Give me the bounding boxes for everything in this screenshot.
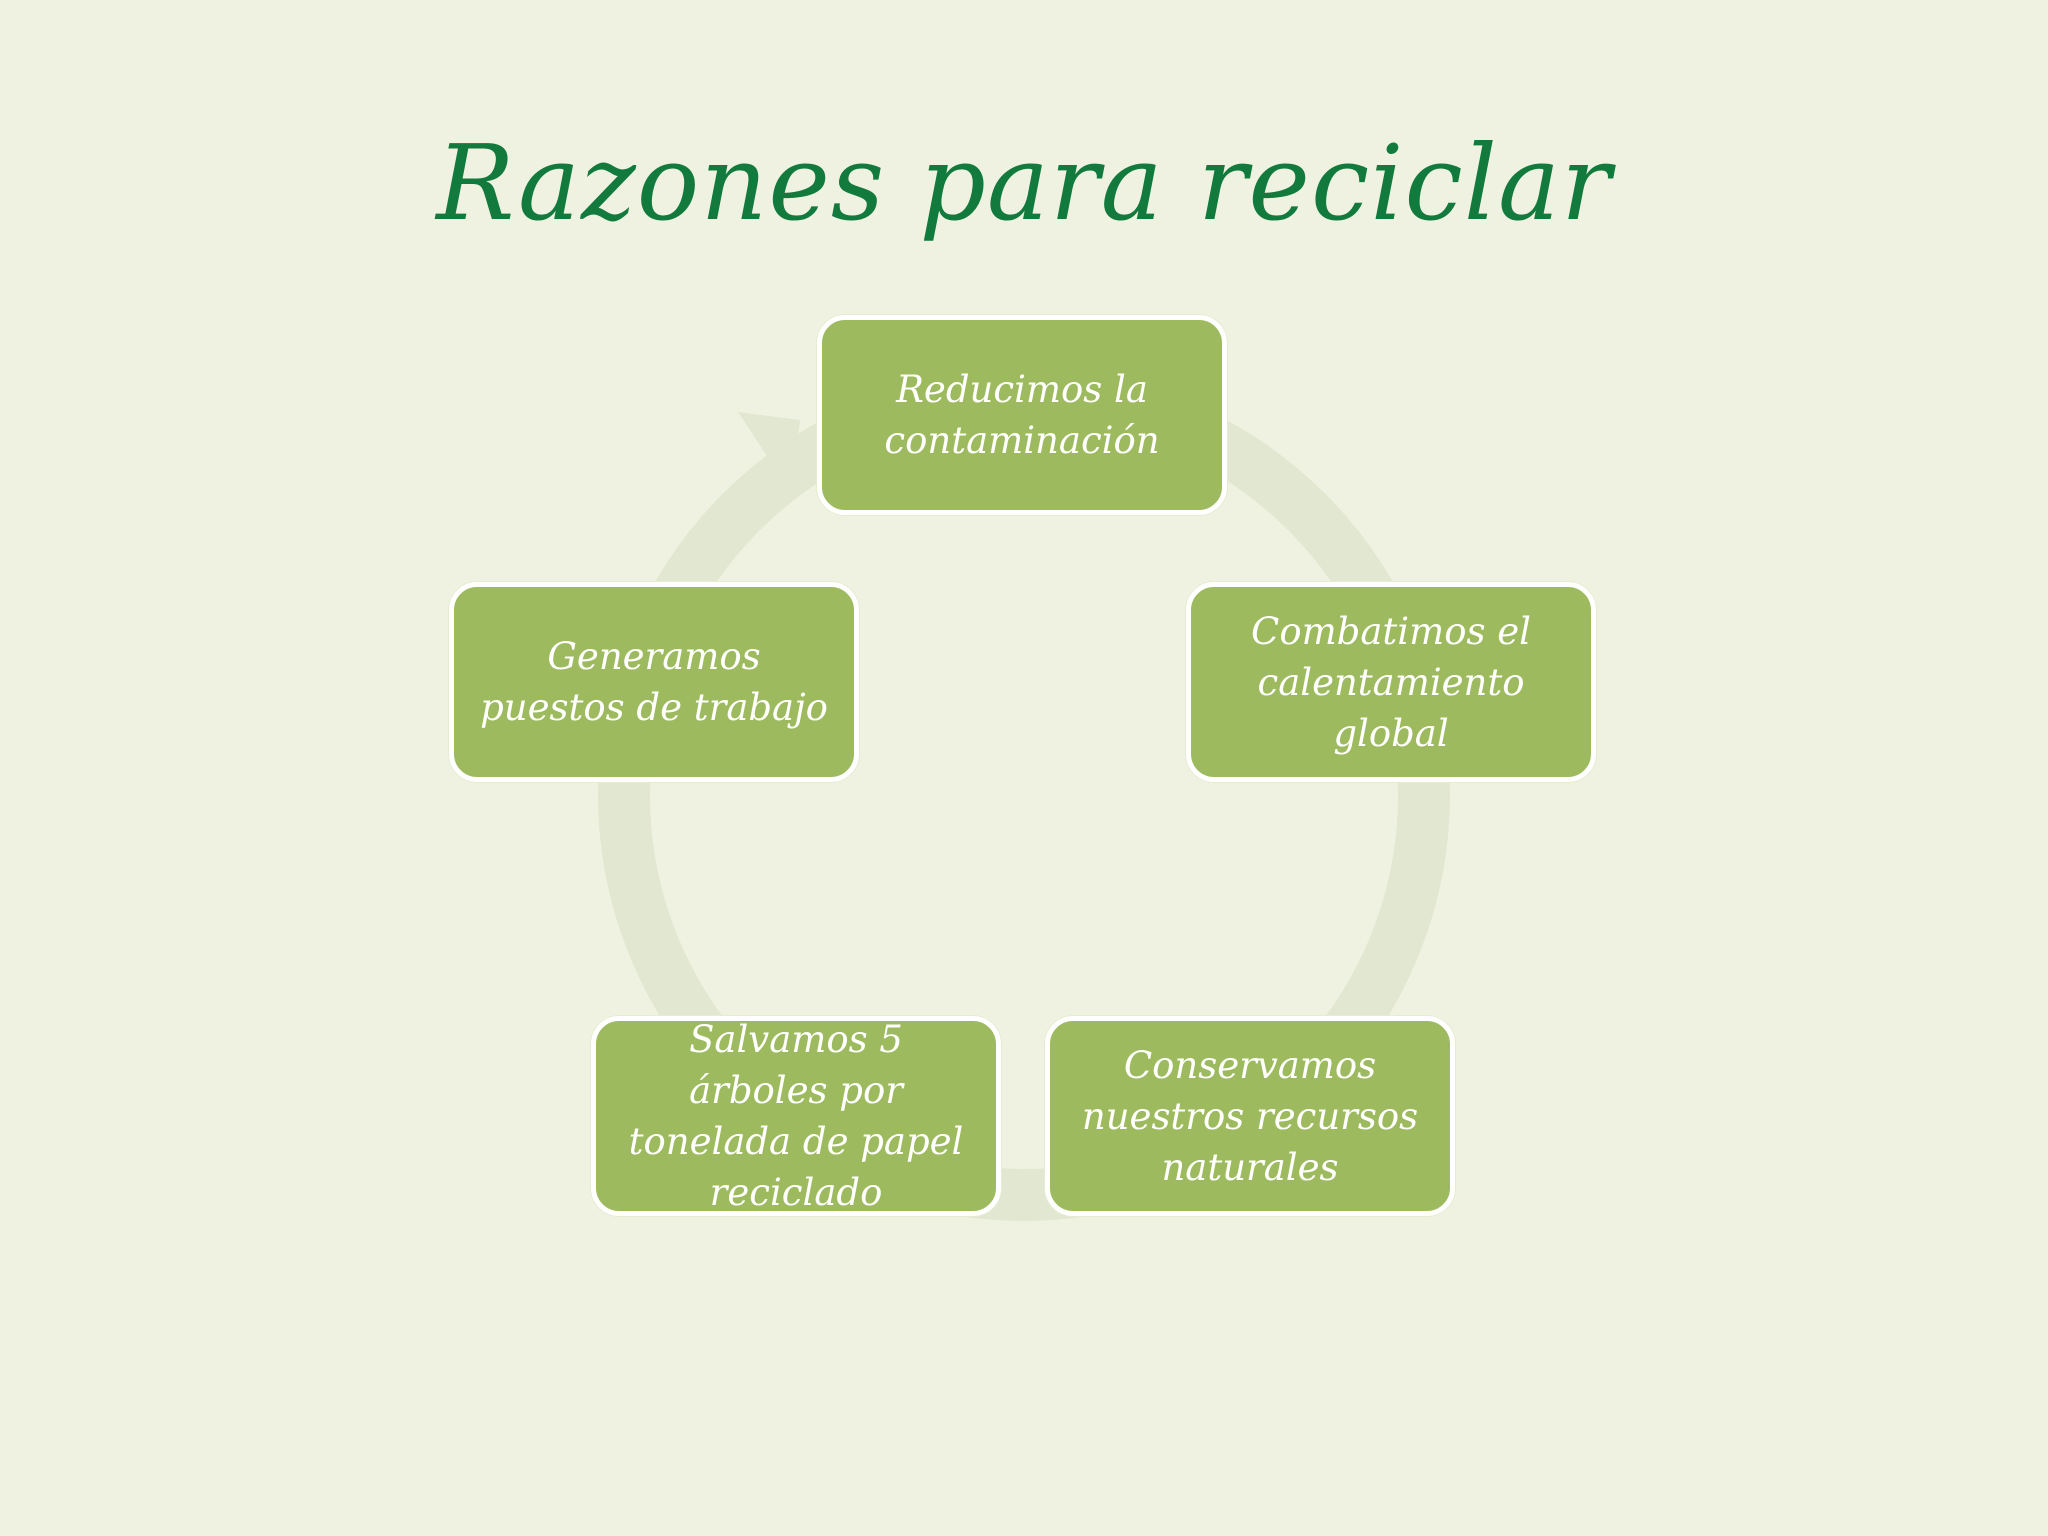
- cycle-node-label: Conservamos nuestros recursos naturales: [1081, 1043, 1419, 1189]
- cycle-node-create-jobs: Generamos puestos de trabajo: [449, 582, 859, 782]
- cycle-node-label: Combatimos el calentamiento global: [1251, 609, 1531, 755]
- cycle-node-fight-global-warming: Combatimos el calentamiento global: [1186, 582, 1596, 782]
- cycle-node-conserve-resources: Conservamos nuestros recursos naturales: [1045, 1016, 1455, 1216]
- cycle-node-label: Generamos puestos de trabajo: [480, 635, 828, 729]
- cycle-node-save-trees: Salvamos 5 árboles por tonelada de papel…: [591, 1016, 1001, 1216]
- cycle-node-reduce-pollution: Reducimos la contaminación: [817, 315, 1227, 515]
- arrowhead-icon: [738, 412, 800, 494]
- cycle-node-label: Salvamos 5 árboles por tonelada de papel…: [628, 1018, 964, 1214]
- slide-title: Razones para reciclar: [436, 122, 1612, 244]
- cycle-node-label: Reducimos la contaminación: [884, 368, 1160, 462]
